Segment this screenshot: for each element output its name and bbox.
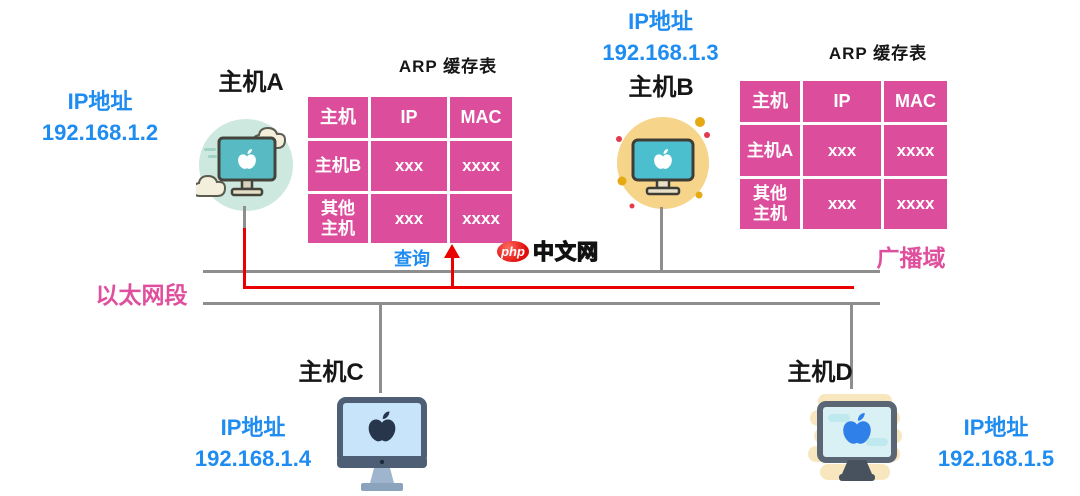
host-d-ip-title: IP地址 bbox=[963, 415, 1029, 440]
arp-a-header-mac: MAC bbox=[450, 97, 512, 138]
arp-b-row1-mac: xxxx bbox=[884, 125, 947, 176]
ethernet-segment-label: 以太网段 bbox=[95, 282, 188, 308]
arp-a-row1-mac: xxxx bbox=[450, 141, 512, 191]
php-watermark: php 中文网 bbox=[497, 236, 599, 266]
arp-a-row2-ip: xxx bbox=[371, 194, 447, 243]
host-a-link-line bbox=[243, 206, 246, 230]
host-b-label: 主机B bbox=[628, 74, 694, 101]
arp-table-a-title: ARP 缓存表 bbox=[398, 57, 498, 76]
host-d-ip-block: IP地址 192.168.1.5 bbox=[920, 412, 1072, 474]
arp-b-row2-ip: xxx bbox=[803, 179, 881, 229]
query-label: 查询 bbox=[394, 249, 430, 269]
arp-b-header-ip: IP bbox=[803, 81, 881, 122]
arp-a-header-ip: IP bbox=[371, 97, 447, 138]
host-d-label: 主机D bbox=[787, 359, 853, 386]
host-c-ip-value: 192.168.1.4 bbox=[194, 446, 312, 471]
red-path-host-a-vertical bbox=[243, 228, 246, 289]
red-path-horizontal bbox=[243, 286, 854, 289]
watermark-site-text: 中文网 bbox=[532, 240, 599, 264]
ethernet-bus-bottom-line bbox=[203, 302, 880, 305]
host-c-link-line bbox=[379, 305, 382, 393]
host-a-ip-title: IP地址 bbox=[67, 89, 133, 114]
host-c-ip-block: IP地址 192.168.1.4 bbox=[178, 412, 328, 474]
host-a-ip-block: IP地址 192.168.1.2 bbox=[25, 86, 175, 148]
arp-a-row2-host: 其他 主机 bbox=[308, 194, 368, 243]
red-query-arrow-head-icon bbox=[444, 244, 460, 258]
arp-b-row1-ip: xxx bbox=[803, 125, 881, 176]
host-b-ip-value: 192.168.1.3 bbox=[602, 40, 719, 65]
red-query-arrow-line bbox=[451, 257, 454, 288]
host-b-link-line bbox=[660, 207, 663, 271]
arp-a-row2-mac: xxxx bbox=[450, 194, 512, 243]
arp-a-row1-ip: xxx bbox=[371, 141, 447, 191]
ethernet-bus-top-line bbox=[203, 270, 880, 273]
php-logo-icon: php bbox=[497, 240, 529, 262]
host-d-computer-icon bbox=[808, 394, 902, 481]
host-b-ip-title: IP地址 bbox=[628, 9, 693, 34]
arp-table-b-title: ARP 缓存表 bbox=[828, 44, 928, 63]
host-a-ip-value: 192.168.1.2 bbox=[41, 120, 159, 145]
arp-b-header-host: 主机 bbox=[740, 81, 800, 122]
arp-table-host-b: 主机 IP MAC 主机A xxx xxxx 其他 主机 xxx xxxx bbox=[740, 81, 947, 229]
host-c-computer-icon bbox=[337, 397, 427, 491]
arp-b-row2-mac: xxxx bbox=[884, 179, 947, 229]
arp-table-host-a: 主机 IP MAC 主机B xxx xxxx 其他 主机 xxx xxxx bbox=[308, 97, 512, 243]
arp-a-row1-host: 主机B bbox=[308, 141, 368, 191]
host-a-computer-icon bbox=[196, 119, 293, 211]
host-c-ip-title: IP地址 bbox=[220, 415, 286, 440]
arp-b-row1-host: 主机A bbox=[740, 125, 800, 176]
arp-b-header-mac: MAC bbox=[884, 81, 947, 122]
broadcast-domain-label: 广播域 bbox=[876, 245, 946, 271]
arp-a-header-host: 主机 bbox=[308, 97, 368, 138]
host-a-label: 主机A bbox=[218, 69, 284, 96]
host-c-label: 主机C bbox=[298, 359, 364, 386]
host-b-ip-block: IP地址 192.168.1.3 bbox=[583, 6, 738, 68]
arp-b-row2-host: 其他 主机 bbox=[740, 179, 800, 229]
host-d-link-line bbox=[850, 305, 853, 389]
host-d-ip-value: 192.168.1.5 bbox=[937, 446, 1055, 471]
host-b-computer-icon bbox=[616, 117, 710, 209]
